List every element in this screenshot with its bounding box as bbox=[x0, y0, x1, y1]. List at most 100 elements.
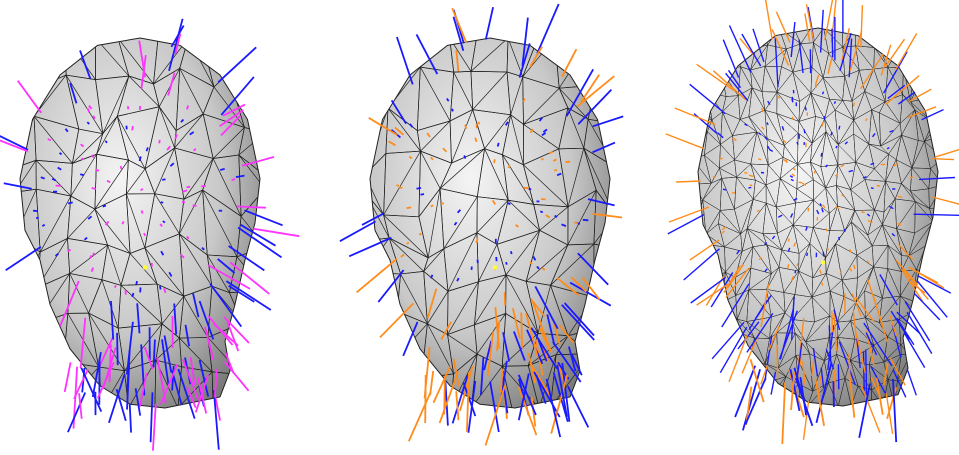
normal-line bbox=[451, 7, 468, 43]
normal-line bbox=[574, 221, 579, 225]
normal-line bbox=[855, 332, 866, 374]
normal-line bbox=[932, 196, 959, 205]
normal-line bbox=[775, 11, 791, 43]
normal-line bbox=[402, 321, 419, 357]
normal-line bbox=[83, 236, 88, 241]
normal-line bbox=[78, 393, 83, 419]
normal-line bbox=[86, 121, 90, 125]
normal-line bbox=[240, 223, 276, 247]
normal-line bbox=[475, 238, 479, 244]
normal-line bbox=[361, 212, 384, 226]
normal-line bbox=[835, 206, 840, 210]
normal-line bbox=[789, 175, 794, 178]
normal-line bbox=[553, 323, 561, 345]
normal-line bbox=[824, 0, 834, 40]
normal-line bbox=[182, 359, 199, 401]
normal-line bbox=[665, 133, 705, 150]
normal-line bbox=[409, 123, 414, 128]
normal-line bbox=[80, 143, 85, 148]
normal-line bbox=[538, 327, 551, 351]
highlight-marker bbox=[820, 260, 826, 265]
normal-line bbox=[108, 344, 112, 383]
normal-line bbox=[741, 33, 762, 67]
normal-line bbox=[848, 38, 853, 78]
normal-line bbox=[406, 206, 412, 209]
normal-line bbox=[87, 215, 93, 220]
normal-line bbox=[849, 249, 852, 253]
normal-line bbox=[791, 116, 794, 120]
normal-line bbox=[866, 213, 871, 217]
normal-line bbox=[728, 334, 749, 383]
highlight-marker bbox=[142, 265, 148, 270]
normal-line bbox=[98, 337, 114, 369]
normal-line bbox=[535, 375, 547, 404]
normal-line bbox=[835, 145, 838, 149]
normal-line bbox=[198, 359, 210, 397]
normal-line bbox=[860, 384, 881, 433]
normal-line bbox=[159, 223, 163, 227]
normal-line bbox=[897, 195, 903, 199]
normal-line bbox=[426, 132, 431, 138]
normal-line bbox=[73, 368, 89, 400]
normal-line bbox=[863, 322, 893, 367]
normal-line bbox=[507, 202, 511, 206]
normal-line bbox=[406, 241, 410, 245]
normal-line bbox=[396, 36, 414, 85]
normal-line bbox=[896, 317, 915, 346]
normal-line bbox=[496, 320, 501, 352]
normal-line bbox=[17, 80, 42, 114]
normal-line bbox=[159, 363, 179, 405]
normal-line bbox=[690, 276, 727, 304]
normal-line bbox=[416, 187, 422, 190]
normal-line bbox=[886, 387, 898, 419]
normal-line bbox=[214, 368, 218, 398]
normal-line bbox=[676, 180, 701, 183]
normal-line bbox=[163, 335, 173, 373]
normal-line bbox=[90, 267, 95, 272]
normal-line bbox=[163, 287, 167, 294]
normal-line bbox=[207, 315, 234, 346]
normal-line bbox=[796, 141, 799, 145]
normal-line bbox=[500, 360, 508, 397]
normal-line bbox=[771, 29, 790, 66]
normal-line bbox=[871, 132, 876, 138]
normal-line bbox=[174, 33, 182, 55]
normal-line bbox=[88, 105, 93, 110]
normal-line bbox=[455, 49, 460, 72]
normal-line bbox=[787, 264, 790, 269]
normal-line bbox=[108, 374, 126, 424]
normal-line bbox=[177, 368, 196, 419]
normal-line bbox=[90, 154, 95, 159]
normal-line bbox=[848, 374, 856, 418]
normal-line bbox=[152, 339, 156, 368]
normal-line bbox=[832, 381, 835, 408]
normal-line bbox=[902, 268, 929, 301]
normal-line bbox=[440, 321, 452, 341]
normal-line bbox=[63, 362, 72, 393]
normal-line bbox=[529, 46, 543, 68]
normal-line bbox=[745, 386, 753, 426]
normal-line bbox=[806, 252, 809, 257]
normal-line bbox=[126, 321, 134, 375]
normal-line bbox=[126, 106, 130, 110]
normal-line bbox=[379, 302, 415, 339]
normal-line bbox=[538, 117, 543, 122]
normal-line bbox=[143, 346, 154, 370]
normal-line bbox=[505, 261, 508, 265]
normal-line bbox=[388, 140, 396, 147]
normal-line bbox=[667, 213, 705, 235]
normal-line bbox=[102, 204, 107, 208]
normal-line bbox=[866, 278, 885, 328]
normal-line bbox=[394, 126, 405, 136]
normal-line bbox=[689, 83, 726, 115]
normal-line bbox=[110, 300, 115, 340]
normal-line bbox=[223, 316, 250, 344]
normal-line bbox=[721, 226, 727, 231]
normal-line bbox=[466, 372, 470, 432]
normal-line bbox=[229, 261, 270, 295]
normal-line bbox=[897, 223, 902, 226]
normal-line bbox=[721, 230, 725, 234]
normal-line bbox=[0, 139, 29, 153]
normal-line bbox=[174, 134, 178, 140]
